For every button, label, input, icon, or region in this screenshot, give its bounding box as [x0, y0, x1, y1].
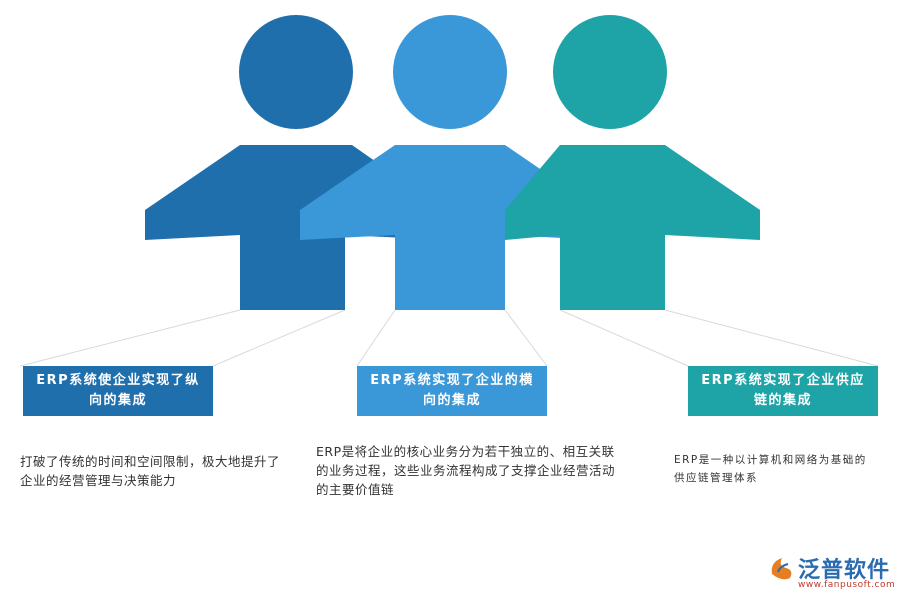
figure-3-title: ERP系统实现了企业供应链的集成	[688, 366, 878, 416]
figure-1-title-text: ERP系统使企业实现了纵向的集成	[36, 373, 200, 408]
figure-2-title-text: ERP系统实现了企业的横向的集成	[370, 373, 534, 408]
person-icon-2	[300, 15, 600, 310]
connector-lines	[19, 309, 879, 367]
figure-2-title: ERP系统实现了企业的横向的集成	[357, 366, 547, 416]
logo-brand-text: 泛普软件	[798, 558, 891, 583]
logo-url-text: www.fanpusoft.com	[798, 580, 896, 590]
figure-1-description: 打破了传统的时间和空间限制，极大地提升了企业的经营管理与决策能力	[20, 454, 281, 488]
person-icon-3	[505, 15, 760, 310]
logo-icon	[771, 558, 792, 580]
figure-3-title-text: ERP系统实现了企业供应链的集成	[701, 373, 865, 408]
figure-3-description: ERP是一种以计算机和网络为基础的供应链管理体系	[674, 454, 867, 484]
figure-1-title: ERP系统使企业实现了纵向的集成	[23, 366, 213, 416]
brand-logo: 泛普软件 www.fanpusoft.com	[768, 550, 896, 596]
figure-2-description: ERP是将企业的核心业务分为若干独立的、相互关联的业务过程，这些业务流程构成了支…	[316, 444, 616, 497]
